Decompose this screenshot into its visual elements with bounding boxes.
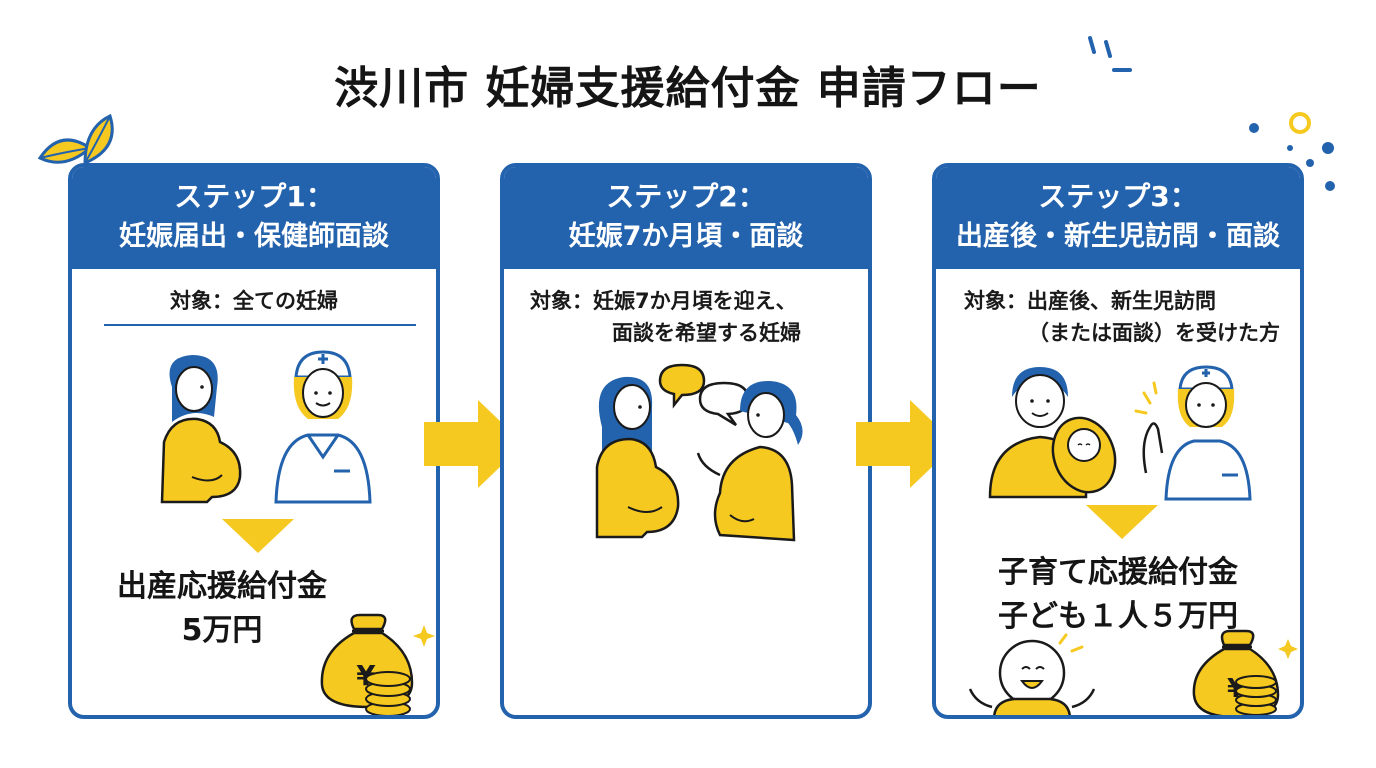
down-arrow-icon — [222, 519, 294, 553]
coins-icon — [365, 671, 411, 715]
step-label: ステップ1： — [174, 180, 334, 213]
divider — [104, 324, 416, 326]
step-label: ステップ3： — [1038, 180, 1198, 213]
step-label: ステップ2： — [606, 180, 766, 213]
target-text: 対象：全ての妊婦 — [72, 285, 436, 317]
down-arrow-icon — [1086, 505, 1158, 539]
baby-icon — [968, 633, 1096, 715]
step-card-1: ステップ1： 妊娠届出・保健師面談 対象：全ての妊婦 出産応援給付金 5万円 ¥ — [68, 163, 440, 719]
target-line: 面談を希望する妊婦 — [612, 321, 801, 345]
next-arrow-icon — [424, 400, 524, 488]
benefit-text: 出産応援給付金 5万円 — [72, 565, 372, 653]
benefit-amount: 5万円 — [181, 613, 263, 648]
step-name: 妊娠届出・保健師面談 — [119, 221, 389, 252]
benefit-amount: 子ども１人５万円 — [998, 599, 1238, 634]
sparkle-lines-icon — [1088, 36, 1132, 72]
step-card-header: ステップ3： 出産後・新生児訪問・面談 — [936, 167, 1300, 269]
dots-icon — [1249, 112, 1335, 191]
step-card-3: ステップ3： 出産後・新生児訪問・面談 対象：出産後、新生児訪問 （または面談）… — [932, 163, 1304, 719]
target-line: 対象：出産後、新生児訪問 — [964, 289, 1216, 313]
target-text: 対象：妊娠7か月頃を迎え、 面談を希望する妊婦 — [530, 285, 801, 349]
page-title: 渋川市 妊婦支援給付金 申請フロー — [334, 63, 1042, 114]
nurse-icon — [274, 350, 372, 504]
step-card-2: ステップ2： 妊娠7か月頃・面談 対象：妊娠7か月頃を迎え、 面談を希望する妊婦 — [500, 163, 872, 719]
benefit-text: 子育て応援給付金 子ども１人５万円 — [936, 551, 1300, 639]
pregnant-woman-icon — [696, 380, 803, 542]
pregnant-woman-icon — [160, 355, 242, 504]
step-card-header: ステップ2： 妊娠7か月頃・面談 — [504, 167, 868, 269]
target-text: 対象：出産後、新生児訪問 （または面談）を受けた方 — [964, 285, 1280, 349]
target-line: 対象：妊娠7か月頃を迎え、 — [530, 289, 797, 313]
step-name: 出産後・新生児訪問・面談 — [956, 221, 1280, 252]
benefit-title: 子育て応援給付金 — [998, 555, 1238, 590]
step-name: 妊娠7か月頃・面談 — [568, 221, 804, 252]
next-arrow-icon — [856, 400, 956, 488]
pregnant-woman-icon — [595, 376, 680, 539]
parent-with-baby-icon — [988, 367, 1117, 499]
nurse-icon — [1134, 365, 1252, 501]
coins-icon — [1235, 675, 1277, 715]
target-line: （または面談）を受けた方 — [1028, 321, 1280, 345]
benefit-title: 出産応援給付金 — [117, 569, 327, 604]
leaf-icon — [37, 113, 114, 166]
target-line: 対象：全ての妊婦 — [170, 289, 338, 313]
step-card-header: ステップ1： 妊娠届出・保健師面談 — [72, 167, 436, 269]
